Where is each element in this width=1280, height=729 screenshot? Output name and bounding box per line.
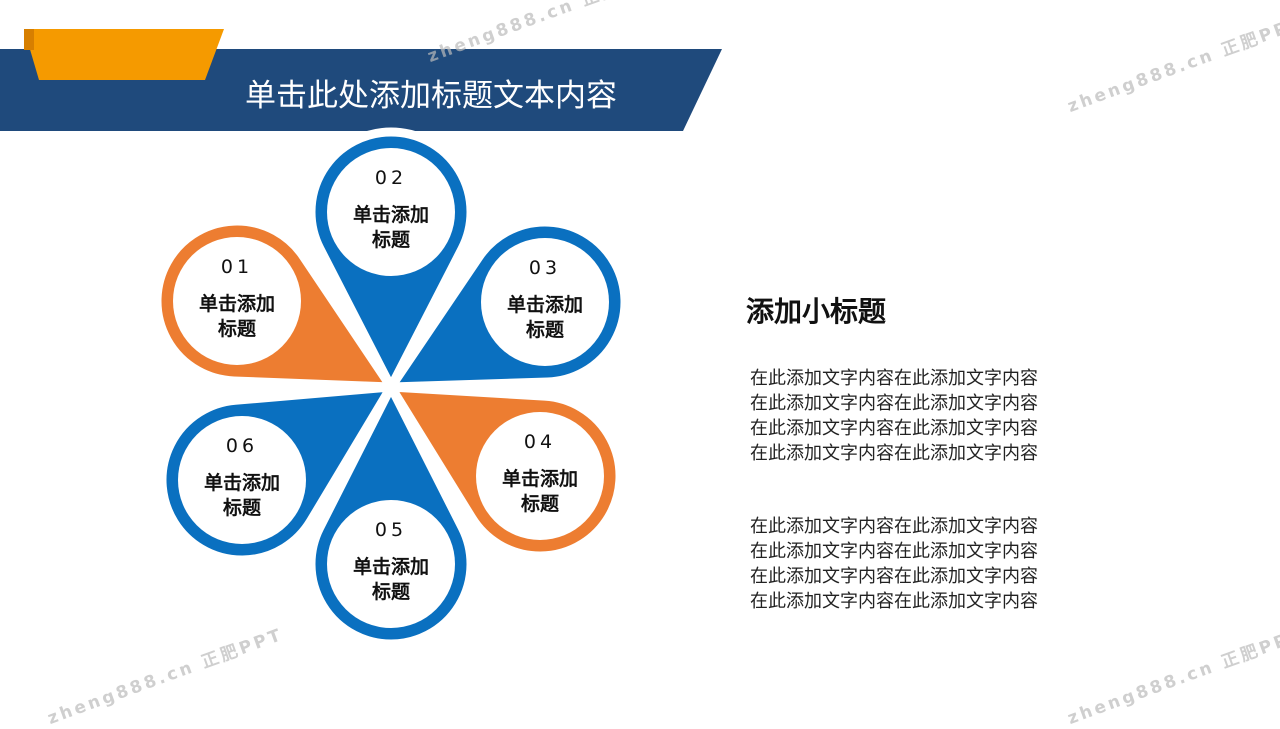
petal-title: 单击添加 bbox=[506, 294, 583, 316]
subtitle[interactable]: 添加小标题 bbox=[746, 295, 887, 328]
tab-fold-decoration bbox=[24, 29, 34, 50]
text-line: 在此添加文字内容在此添加文字内容 bbox=[750, 443, 1038, 464]
petal-title: 单击添加 bbox=[501, 468, 578, 490]
text-line: 在此添加文字内容在此添加文字内容 bbox=[750, 541, 1038, 562]
orange-tab-decoration bbox=[24, 29, 224, 80]
text-line: 在此添加文字内容在此添加文字内容 bbox=[750, 418, 1038, 439]
petal-number: 05 bbox=[374, 519, 408, 541]
petal-number: 03 bbox=[528, 257, 562, 279]
petal-title: 标题 bbox=[371, 581, 410, 603]
petal-inner-circle bbox=[327, 500, 455, 628]
petal-label-03[interactable]: 03 单击添加标题 bbox=[485, 257, 605, 343]
petal-label-01[interactable]: 01 单击添加标题 bbox=[177, 256, 297, 342]
petal-number: 06 bbox=[225, 435, 259, 457]
petal-title: 单击添加 bbox=[198, 293, 275, 315]
petal-title: 单击添加 bbox=[203, 472, 280, 494]
petal-number: 04 bbox=[523, 431, 557, 453]
petal-inner-circle bbox=[481, 238, 609, 366]
text-line: 在此添加文字内容在此添加文字内容 bbox=[750, 516, 1038, 537]
paragraph-1[interactable]: 在此添加文字内容在此添加文字内容 在此添加文字内容在此添加文字内容 在此添加文字… bbox=[750, 366, 1110, 466]
petal-title: 标题 bbox=[525, 319, 564, 341]
petal-number: 02 bbox=[374, 167, 408, 189]
petal-inner-circle bbox=[173, 237, 301, 365]
petal-number: 01 bbox=[220, 256, 254, 278]
petal-title: 单击添加 bbox=[352, 204, 429, 226]
text-line: 在此添加文字内容在此添加文字内容 bbox=[750, 368, 1038, 389]
petal-label-06[interactable]: 06 单击添加标题 bbox=[182, 435, 302, 521]
petal-inner-circle bbox=[327, 148, 455, 276]
petal-inner-circle bbox=[476, 412, 604, 540]
petal-label-04[interactable]: 04 单击添加标题 bbox=[480, 431, 600, 517]
petal-title: 标题 bbox=[217, 318, 256, 340]
petal-label-05[interactable]: 05 单击添加标题 bbox=[331, 519, 451, 605]
page-title[interactable]: 单击此处添加标题文本内容 bbox=[245, 78, 617, 114]
petal-title: 标题 bbox=[371, 229, 410, 251]
petal-title: 单击添加 bbox=[352, 556, 429, 578]
petal-label-02[interactable]: 02 单击添加标题 bbox=[331, 167, 451, 253]
petal-title: 标题 bbox=[222, 497, 261, 519]
text-line: 在此添加文字内容在此添加文字内容 bbox=[750, 393, 1038, 414]
petal-title: 标题 bbox=[520, 493, 559, 515]
paragraph-2[interactable]: 在此添加文字内容在此添加文字内容 在此添加文字内容在此添加文字内容 在此添加文字… bbox=[750, 514, 1110, 614]
text-line: 在此添加文字内容在此添加文字内容 bbox=[750, 591, 1038, 612]
petal-inner-circle bbox=[178, 416, 306, 544]
text-line: 在此添加文字内容在此添加文字内容 bbox=[750, 566, 1038, 587]
